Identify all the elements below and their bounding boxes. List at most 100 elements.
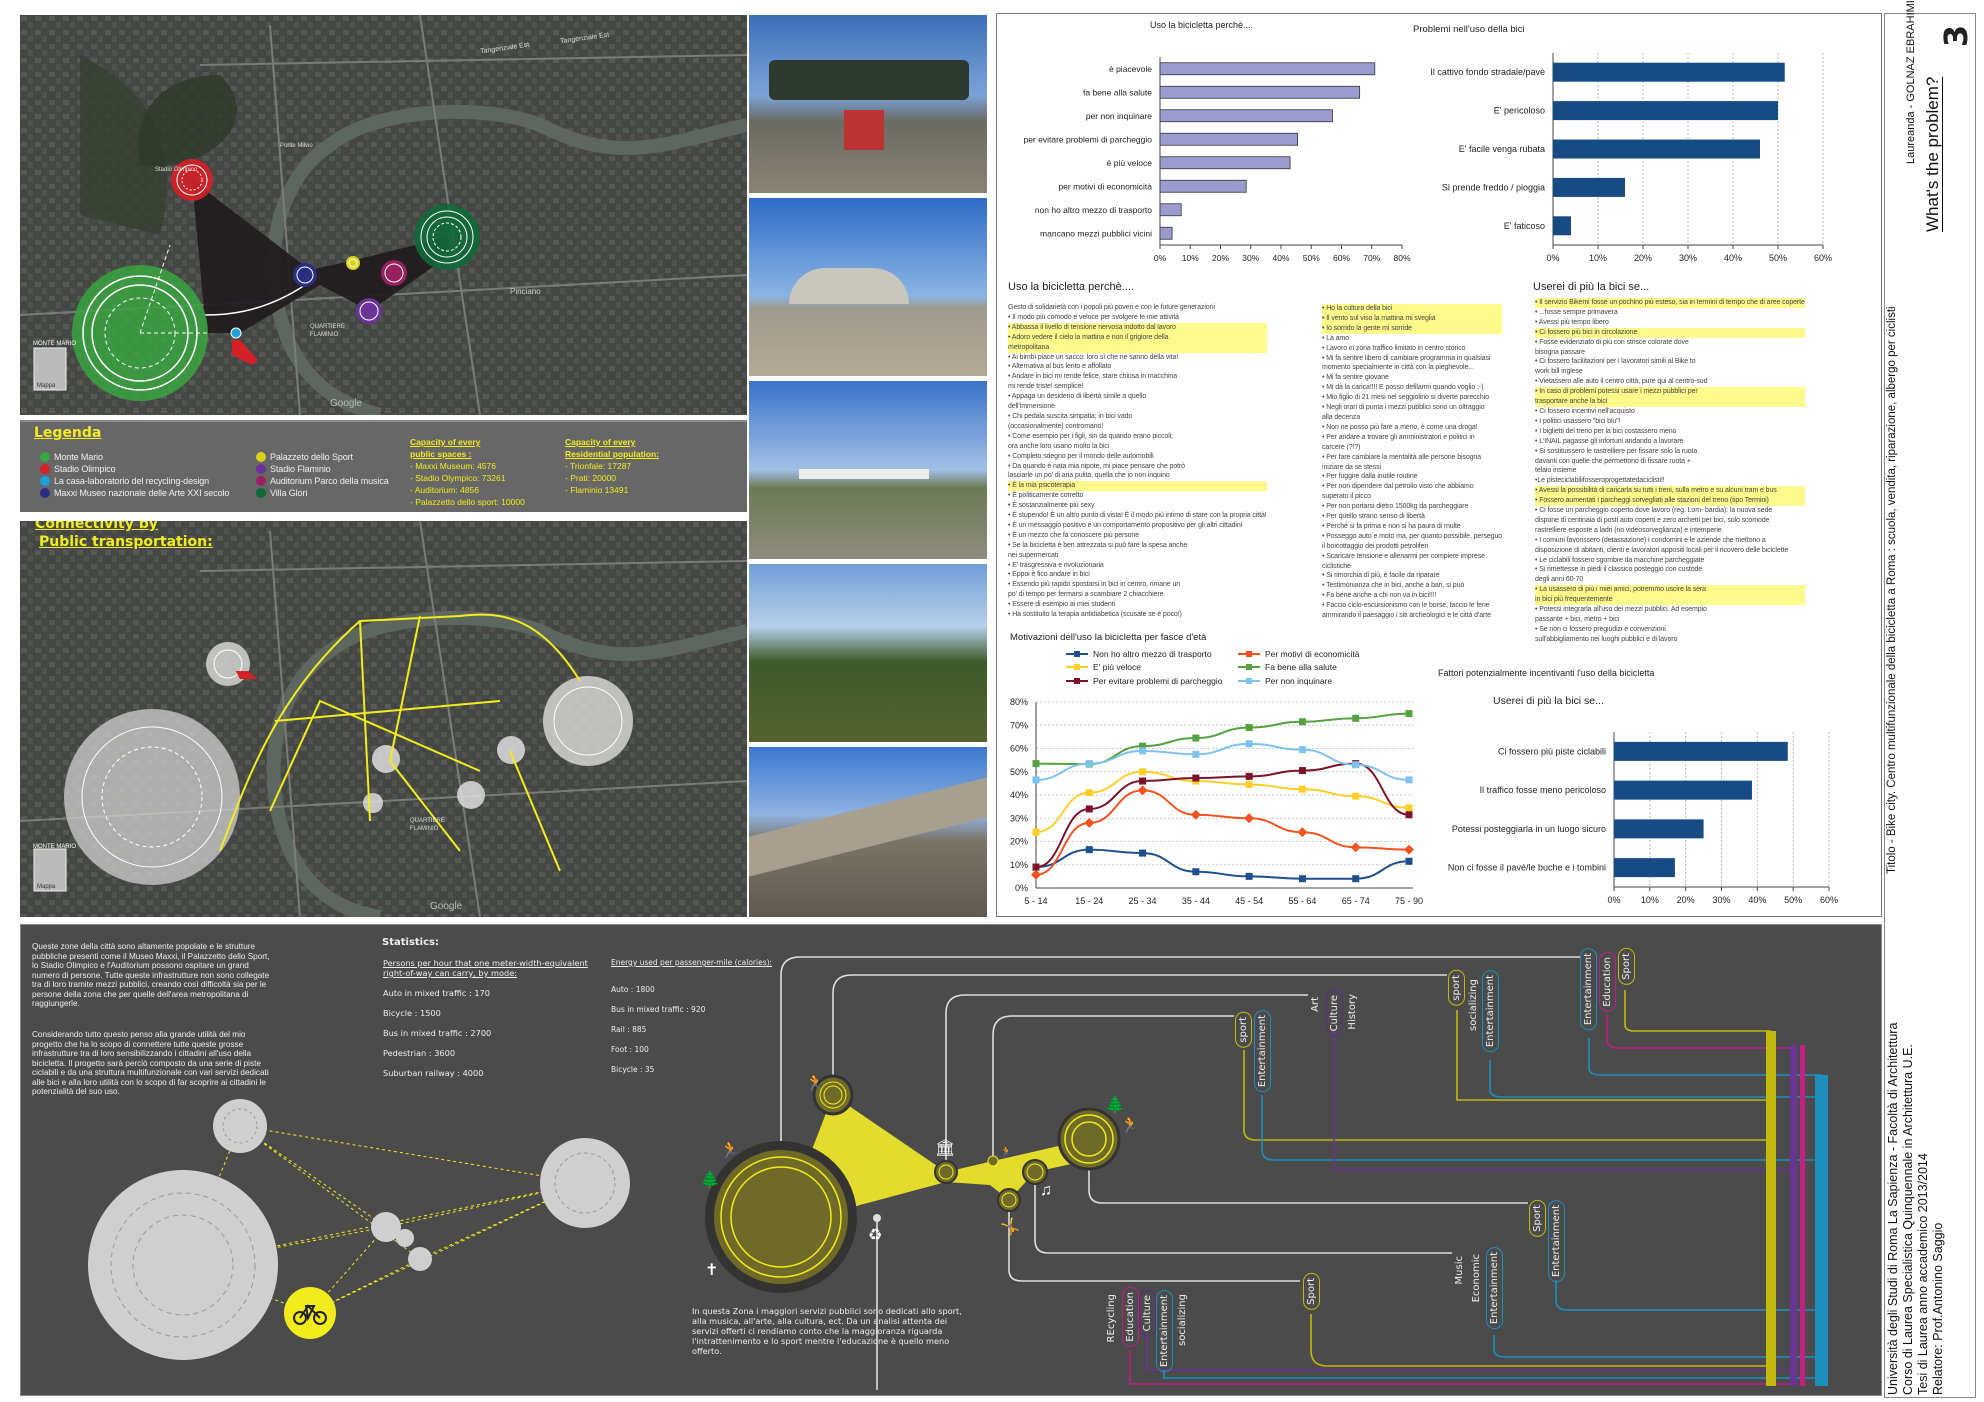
capacity-line: - Prati: 20000 <box>565 473 617 483</box>
list-line: • È sostanzialmente più sexy <box>1008 502 1095 510</box>
legend-label: Stadio Olimpico <box>54 464 116 474</box>
list-line: • Scaricare tensione e allenarmi per com… <box>1322 552 1485 560</box>
capacity-title: Residential population: <box>565 449 659 459</box>
stat-line: Pedestrian : 3600 <box>383 1048 456 1058</box>
legend-label: Palazzeto dello Sport <box>270 452 353 462</box>
legend-panel: Legenda Monte Mario Stadio Olimpico La c… <box>20 420 747 512</box>
list-line: • Potessi integrarla all'uso dei mezzi p… <box>1535 606 1707 614</box>
tag-culture: Culture <box>1326 990 1343 1037</box>
legend-label: Villa Glori <box>270 488 308 498</box>
list-line: • Si rimorchia di più, è facile da ripar… <box>1322 572 1440 580</box>
list-line: • Mi dà la carica!!!! E posso defilarmi … <box>1322 384 1484 392</box>
university: Università degli Studi di Roma La Sapien… <box>1886 1022 1900 1395</box>
map-graphic <box>20 15 747 415</box>
tag-entertainment: Entertainment <box>1486 1247 1503 1330</box>
legend-item: Monte Mario <box>40 452 103 462</box>
site-map-connectivity[interactable]: Connectivity by Public transportation: Q… <box>20 521 747 917</box>
list-line: carcere (?!?) <box>1322 443 1361 451</box>
list-line: telaio insieme <box>1535 467 1577 475</box>
entertainment-bar <box>1815 1075 1828 1386</box>
tag-sport: Sport <box>1303 1273 1320 1310</box>
intro-paragraph: Queste zone della città sono altamente p… <box>32 942 270 1008</box>
list-line: • Vietassero alle auto il centro città, … <box>1535 378 1708 386</box>
list-line: • Appaga un desiderio di libertà simile … <box>1008 393 1147 401</box>
culture-bar <box>1790 1045 1797 1386</box>
map-toggle-button[interactable]: Mappa <box>37 884 56 890</box>
museum-icon: 🏛 <box>935 1139 955 1157</box>
list-line: dispone di centinaia di posti auto coper… <box>1535 516 1770 524</box>
statistics-title: Statistics: <box>382 937 439 948</box>
legend-label: Monte Mario <box>54 452 103 462</box>
tag-education: Education <box>1122 1287 1139 1347</box>
tag-education: Education <box>1599 952 1616 1012</box>
tag-entertainment: Entertainment <box>1548 1200 1565 1283</box>
list-line: • Testimonianza che in bici, anche a bar… <box>1322 582 1465 590</box>
list-line: • E' trasgressiva e rivoluzionaria <box>1008 561 1104 569</box>
map-toggle-button[interactable]: Mappa <box>37 383 56 389</box>
list-line: • Il modo più comodo e veloce per svolge… <box>1008 313 1179 321</box>
building-shape <box>789 268 909 304</box>
service-icons: 🏃 🏃 🌲 ✝ ♻ 🏛 🏃 ♫ 🤸 🌲 🏃 <box>700 1073 1140 1279</box>
list-line: nei supermercati <box>1008 551 1059 559</box>
legend-item: Maxxi Museo nazionale delle Arte XXI sec… <box>40 488 229 498</box>
district-line: QUARTIERE <box>410 818 445 824</box>
capacity-line: - Trionfale: 17287 <box>565 461 632 471</box>
legend-label: Auditorium Parco della musica <box>270 476 389 486</box>
node <box>213 1099 267 1153</box>
legend-item: La casa-laboratorio del recycling-design <box>40 476 209 486</box>
tag-sport: Sport <box>1529 1200 1546 1237</box>
bridge-shape <box>799 469 929 479</box>
page-question: What's the problem? <box>1923 76 1942 232</box>
list-line: • Alternativa al bus lento e affollato <box>1008 363 1112 371</box>
list-line: (occasionalmente) contromano! <box>1008 422 1104 430</box>
dot-icon <box>256 488 266 498</box>
capacity-title: public spaces : <box>410 449 472 459</box>
stat-line: Bus in mixed traffic : 2700 <box>383 1028 492 1038</box>
list-line: • Per fuggire dalla inutile routine <box>1322 473 1418 481</box>
connectivity-title-line: Connectivity by <box>35 521 158 532</box>
stat-line: Auto in mixed traffic : 170 <box>383 988 490 998</box>
advisor: Relatore: Prof.Antonino Saggio <box>1931 1222 1945 1395</box>
runner-icon: 🏃 <box>1000 1145 1012 1158</box>
map-label-stadium: Stadio Olimpico <box>155 167 198 173</box>
district-line: QUARTIERE <box>310 324 345 330</box>
list-line: • Ho la cultura della bici <box>1322 304 1503 314</box>
stat-line: Suburban railway : 4000 <box>383 1068 484 1078</box>
dot-icon <box>40 452 50 462</box>
chart-3-title: Motivazioni dell'uso la bicicletta per f… <box>1010 632 1207 643</box>
list-line: • Come esempio per i figli, sin da quand… <box>1008 432 1173 440</box>
tag-entertainment: Entertainment <box>1482 970 1499 1053</box>
education-bar <box>1800 1045 1805 1386</box>
tag-entertainment: Entertainment <box>1156 1290 1173 1373</box>
runner-icon: 🏃 <box>1120 1115 1140 1134</box>
tag-socializing: socializing <box>1468 979 1479 1032</box>
list-line: • Ci fosse un parcheggio coperto dove la… <box>1535 507 1773 515</box>
trees-icon: 🌲 <box>700 1170 720 1189</box>
list-line: • Mi fa sentire libero di cambiare progr… <box>1322 354 1491 362</box>
list-line: • Si rimettesse in piedi il classico pos… <box>1535 566 1703 574</box>
list-line: • È la mia psicoterapia <box>1008 481 1267 492</box>
site-map-services[interactable]: Tangenziale Est Tangenziale Est Ponte Mi… <box>20 15 747 415</box>
list-line: • Ha sostituito la terapia antidiabetica… <box>1008 611 1182 619</box>
dancer-icon: 🤸 <box>1000 1217 1020 1236</box>
list-line: • Adoro vedere il cielo la mattina e non… <box>1008 332 1267 343</box>
map-label-monte-mario: MONTE MARIO <box>33 844 76 850</box>
connectivity-title: Connectivity by Public transportation: <box>35 521 213 551</box>
list-line: • Ci fossero incentivi nell'acquisto <box>1535 407 1635 415</box>
list-line: • Essere di esempio ai miei studenti <box>1008 601 1116 609</box>
dot-icon <box>40 476 50 486</box>
legend-label: La casa-laboratorio del recycling-design <box>54 476 210 486</box>
legend-label: Stadio Flaminio <box>270 464 331 474</box>
list-line: • Per quello strano senso di libertà <box>1322 513 1425 521</box>
capacity-line: - Palazzetto dello sport: 10000 <box>410 497 525 507</box>
capacity-line: - Maxxi Museum: 4576 <box>410 461 496 471</box>
list-line: • Fosse evidenziato di più con strisce c… <box>1535 338 1689 346</box>
list-line: bisogna passare <box>1535 348 1585 356</box>
map-label-monte-mario: MONTE MARIO <box>33 341 76 347</box>
list-line: • I politici usassero "bici blu"! <box>1535 417 1621 425</box>
sport-bar <box>1766 1031 1776 1386</box>
capacity-title: Capacity of every <box>410 437 481 447</box>
map-label-area: Pinciano <box>510 287 541 296</box>
trees-icon: 🌲 <box>1105 1095 1125 1114</box>
